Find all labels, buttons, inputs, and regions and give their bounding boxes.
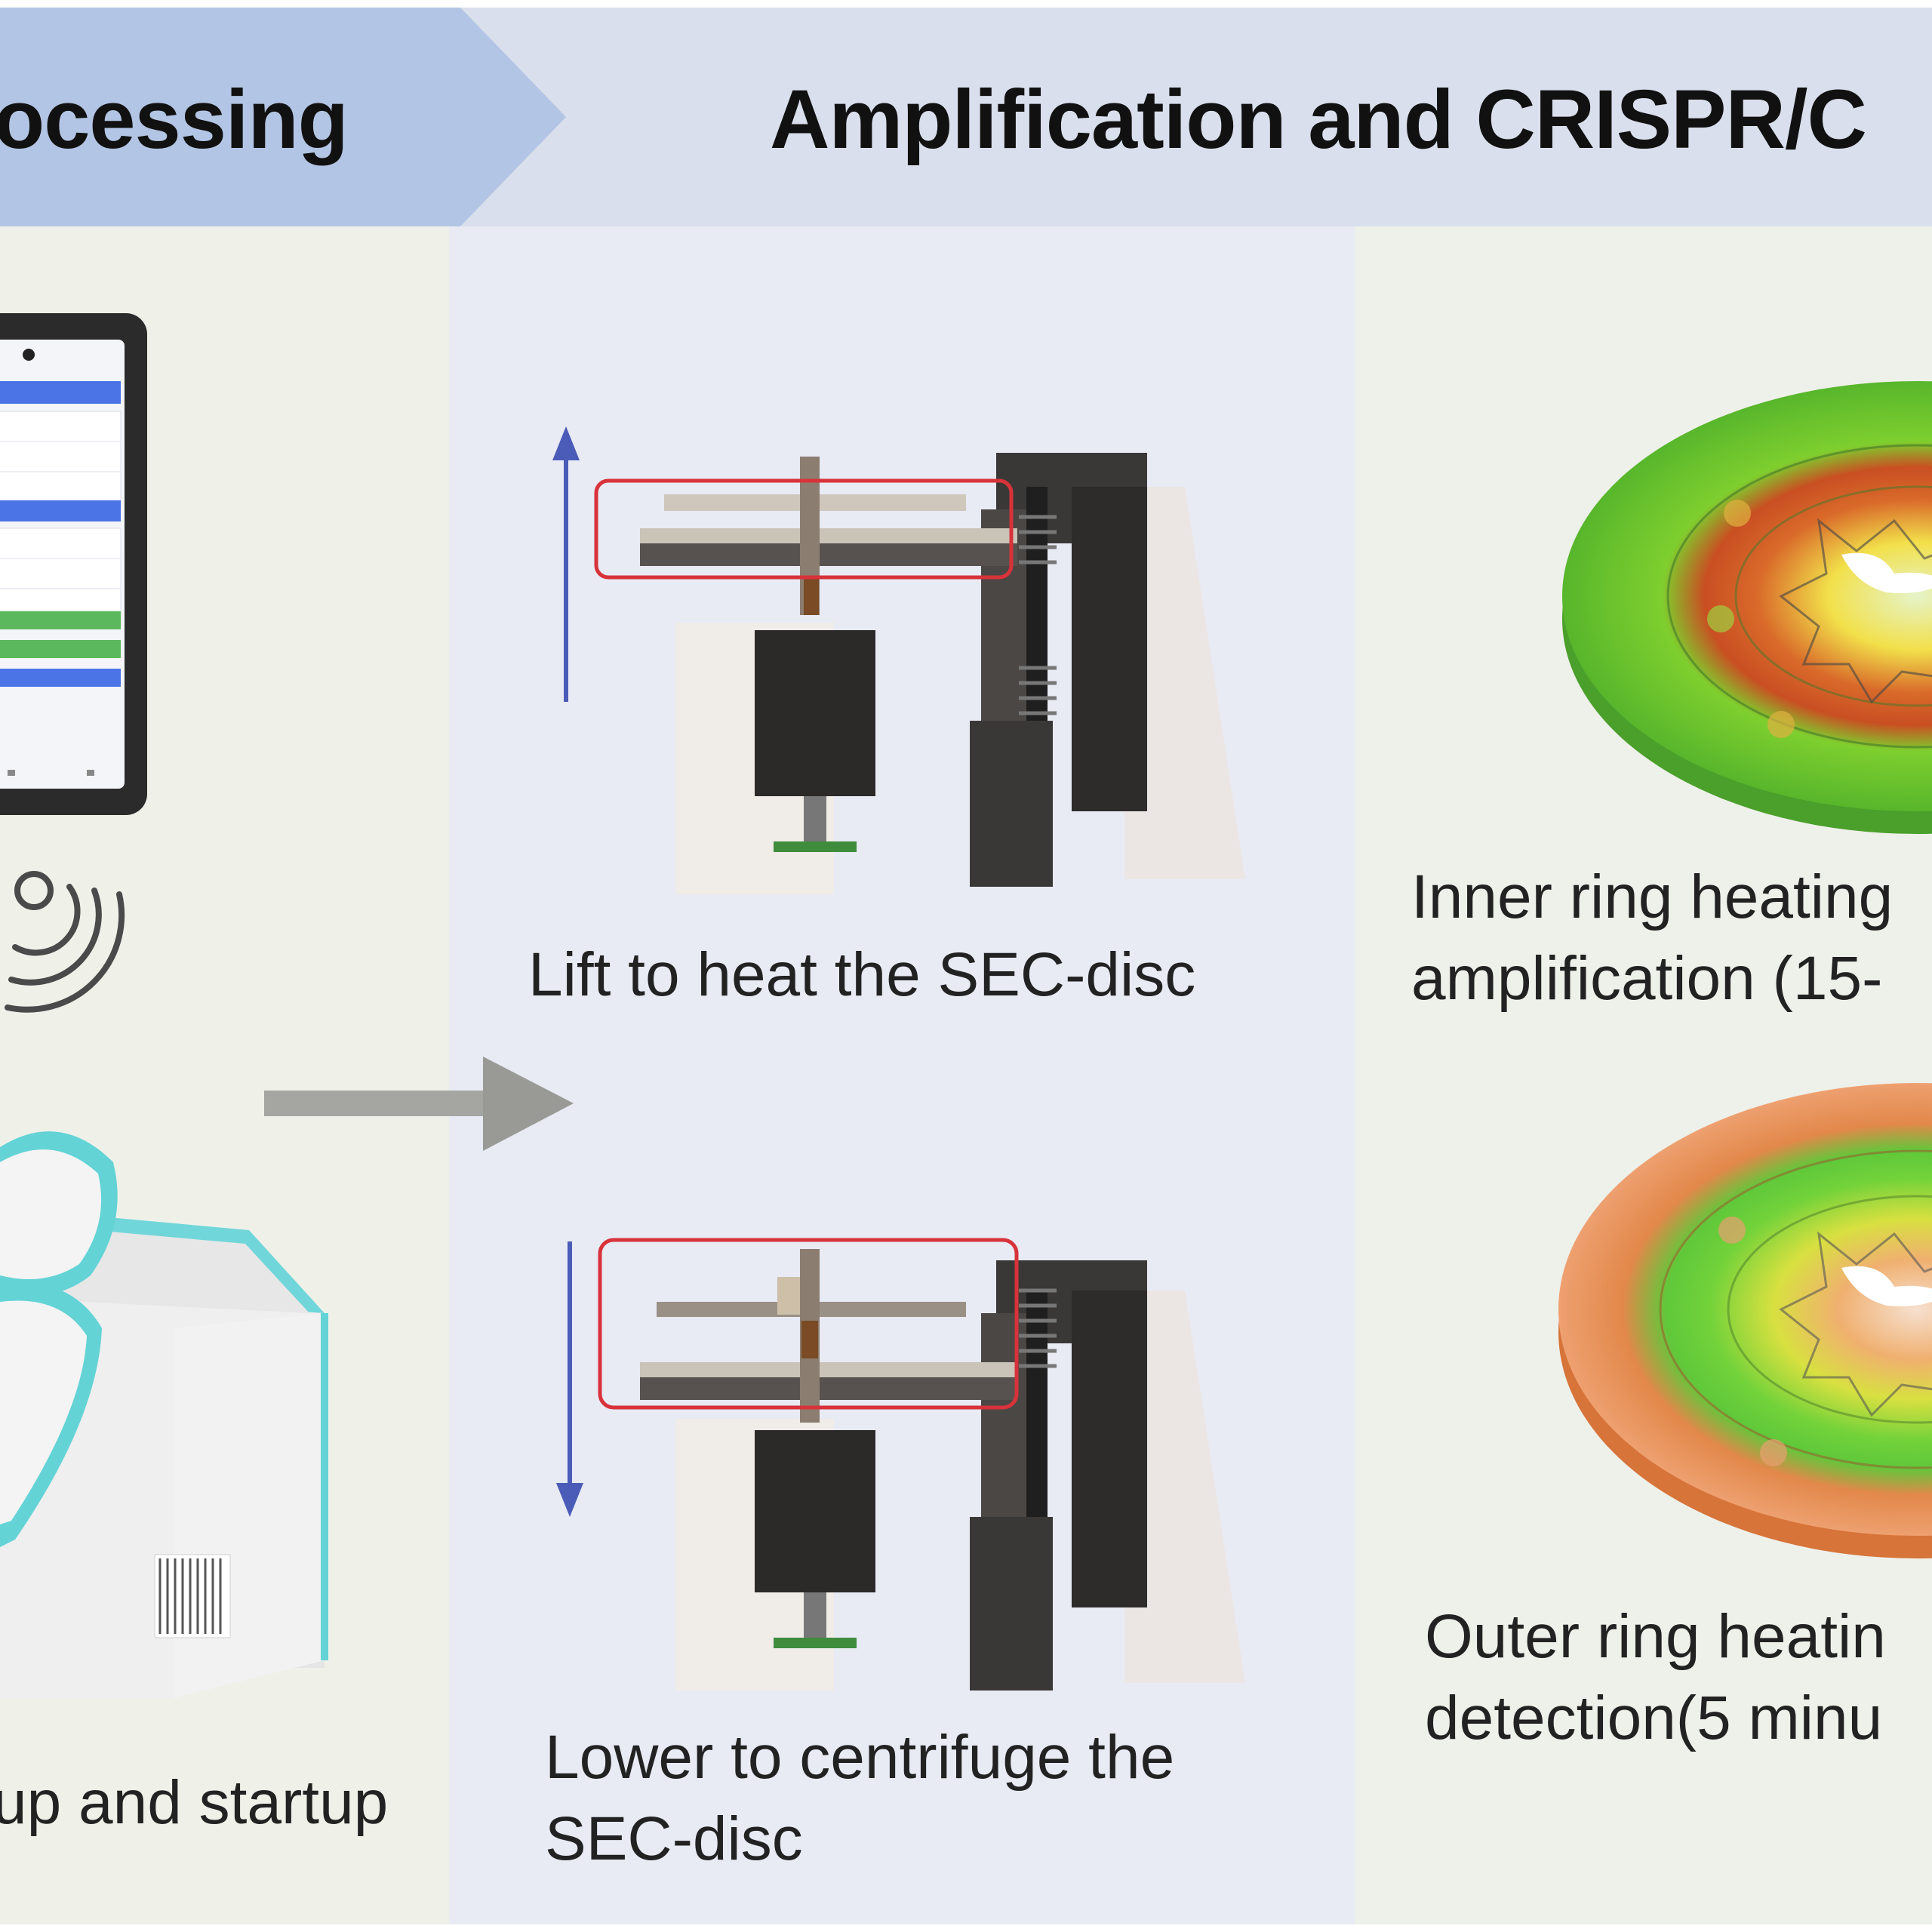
disc-highlight-box	[598, 1238, 1019, 1410]
caption-lower: Lower to centrifuge the SEC-disc	[545, 1717, 1174, 1880]
section-title-amplification: Amplification and CRISPR/C	[770, 73, 1867, 166]
vent-grille	[154, 1554, 231, 1638]
caption-outer-line1: Outer ring heatin	[1425, 1602, 1886, 1671]
caption-lower-line2: SEC-disc	[545, 1804, 803, 1873]
caption-outer-line2: detection(5 minu	[1425, 1684, 1883, 1752]
caption-setup: up and startup	[0, 1768, 389, 1837]
section-title-processing: ocessing	[0, 73, 349, 166]
caption-lower-line1: Lower to centrifuge the	[545, 1723, 1175, 1792]
caption-inner-line1: Inner ring heating	[1411, 863, 1894, 931]
caption-inner-line2: amplification (15-	[1411, 944, 1883, 1013]
down-arrow-icon	[556, 1241, 583, 1517]
banner-chevron	[0, 8, 566, 226]
smartphone	[0, 313, 147, 815]
flow-arrow	[264, 1057, 574, 1151]
mechanism-lower	[556, 1238, 1245, 1690]
app-screen	[0, 381, 122, 776]
mechanism-lift	[552, 426, 1245, 894]
caption-lift: Lift to heat the SEC-disc	[528, 940, 1196, 1009]
wireless-signal-icon	[5, 871, 125, 1013]
up-arrow-icon	[552, 426, 580, 702]
disc-highlight-box	[594, 478, 1014, 580]
caption-outer-ring: Outer ring heatin detection(5 minu	[1425, 1596, 1886, 1759]
disc-outer-ring-heating	[1558, 1083, 1932, 1558]
disc-inner-ring-heating	[1562, 381, 1932, 834]
instrument-device	[0, 1131, 328, 1698]
caption-inner-ring: Inner ring heating amplification (15-	[1411, 857, 1893, 1020]
